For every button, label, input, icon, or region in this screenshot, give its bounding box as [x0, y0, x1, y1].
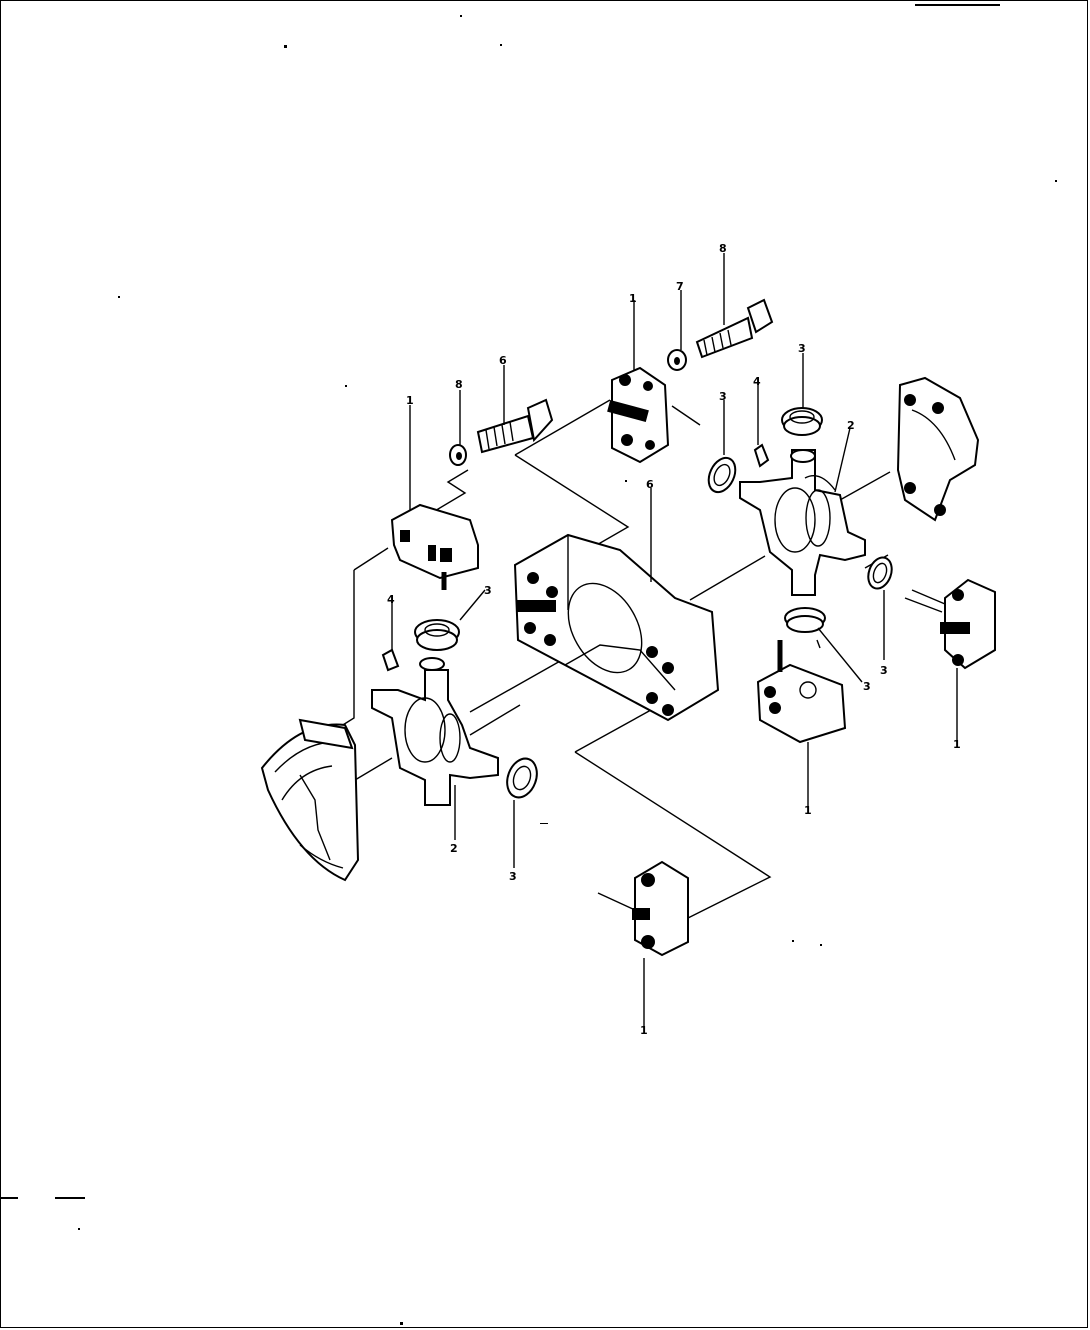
bolt-top [695, 298, 774, 359]
callout-3-right-lower-bearing: 3 [863, 680, 871, 693]
callout-1-top-left-clamp: 1 [406, 394, 414, 407]
bearing-cup-left-upper [414, 619, 460, 651]
callout-6-center-yoke: 6 [646, 478, 654, 491]
callout-1-right-clamp: 1 [953, 738, 961, 751]
callout-3-left-lower-bearing: 3 [509, 870, 517, 883]
washer-top [667, 349, 687, 371]
spider-right [739, 449, 866, 596]
bearing-cup-right-left [707, 456, 737, 494]
callout-4-left-fitting: 4 [387, 593, 395, 606]
callout-8-right-bolt: 8 [719, 242, 727, 255]
clamp-cap-right [911, 578, 996, 670]
clamp-cap-top [607, 366, 701, 464]
callout-3-right-side-bearing: 3 [880, 664, 888, 677]
callout-2-left-spider: 2 [450, 842, 458, 855]
clamp-cap-lower-right [756, 640, 847, 744]
bearing-cup-right-upper [781, 407, 823, 436]
callout-3-left-upper-bearing: 3 [484, 584, 492, 597]
callout-8-left-washer: 8 [455, 378, 463, 391]
grease-fitting-left [381, 648, 400, 672]
clamp-cap-bottom [597, 860, 689, 957]
callout-6-left-bolt: 6 [499, 354, 507, 367]
bearing-cup-left-lower [506, 757, 538, 799]
spider-left [371, 657, 499, 806]
bearing-cup-right-side [867, 556, 893, 590]
center-yoke [513, 533, 720, 722]
flange-yoke-right [896, 376, 980, 522]
callout-7-washer: 7 [676, 280, 684, 293]
bolt-left [476, 398, 554, 454]
callout-2-right-spider: 2 [847, 419, 855, 432]
callout-4-right-fitting: 4 [753, 375, 761, 388]
callout-1-top-clamp: 1 [629, 292, 637, 305]
grease-fitting-right [753, 443, 770, 468]
callout-1-bottom-clamp: 1 [640, 1024, 648, 1037]
callout-labels: 1 8 6 1 7 8 3 3 4 2 6 4 3 2 3 3 3 1 1 1 [387, 242, 961, 1037]
gear-segment [260, 718, 360, 882]
leader-lines [391, 253, 958, 1028]
callout-1-lower-clamp: 1 [804, 804, 812, 817]
callout-3-right-upper-bearing: 3 [798, 342, 806, 355]
clamp-cap-top-left [390, 503, 479, 590]
washer-left [449, 444, 467, 466]
bearing-cup-right-lower [784, 607, 826, 633]
callout-3-right-left-bearing: 3 [719, 390, 727, 403]
scan-specks [78, 15, 1057, 1325]
